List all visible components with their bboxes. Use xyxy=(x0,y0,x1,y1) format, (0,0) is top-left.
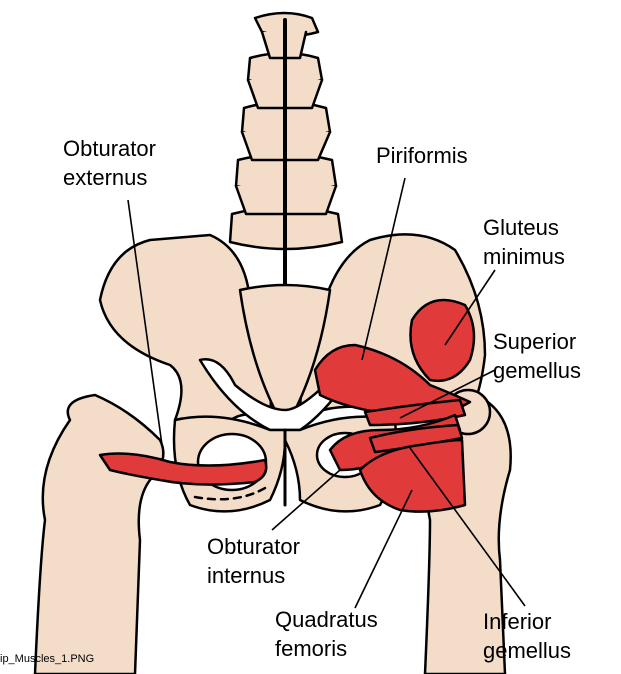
superior-gemellus-muscle xyxy=(363,398,467,427)
leader-gluteus-minimus xyxy=(444,269,496,346)
leader-superior-gemellus xyxy=(399,369,496,419)
label-quadratus-femoris: Quadratus femoris xyxy=(275,607,378,661)
quadratus-femoris-muscle xyxy=(358,438,467,513)
label-piriformis: Piriformis xyxy=(376,143,468,168)
label-gluteus-minimus: Gluteus minimus xyxy=(483,215,565,269)
lumbar-spine xyxy=(228,11,344,302)
gluteus-minimus-muscle xyxy=(409,298,476,383)
leader-lines xyxy=(127,177,526,609)
obturator-externus-dashed xyxy=(193,483,272,501)
label-obturator-internus: Obturator internus xyxy=(207,534,300,588)
leader-piriformis xyxy=(361,177,406,361)
file-caption: ip_Muscles_1.PNG xyxy=(0,653,95,665)
obturator-externus-muscle xyxy=(98,452,268,486)
sacrum xyxy=(238,283,332,432)
label-obturator-externus: Obturator externus xyxy=(63,136,156,190)
leader-inferior-gemellus xyxy=(409,447,526,607)
label-inferior-gemellus: Inferior gemellus xyxy=(483,609,572,663)
label-superior-gemellus: Superior gemellus xyxy=(493,329,582,383)
left-femur xyxy=(33,393,165,674)
muscles xyxy=(98,298,476,513)
leader-obturator-externus xyxy=(127,199,163,446)
leader-quadratus-femoris xyxy=(354,489,413,609)
leader-obturator-internus xyxy=(271,469,341,531)
